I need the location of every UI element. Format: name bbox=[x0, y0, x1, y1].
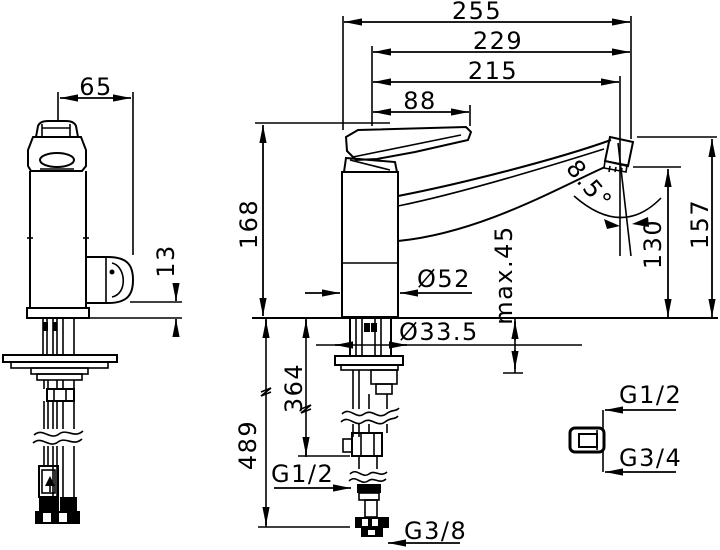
check-valve bbox=[38, 465, 59, 498]
dim-364-label: 364 bbox=[280, 363, 308, 413]
label-adapter-bottom-thread: G3/4 bbox=[602, 444, 682, 476]
hose-break-mark bbox=[341, 407, 400, 417]
g38-connector bbox=[355, 517, 389, 537]
dim-break-mark bbox=[300, 404, 312, 414]
spout-side bbox=[397, 139, 612, 242]
dim-total-reach: 255 bbox=[344, 0, 630, 26]
handle-front bbox=[27, 120, 87, 172]
dim-hole-diameter: Ø33.5 bbox=[316, 318, 582, 349]
mounting-washer bbox=[334, 355, 404, 366]
dim-hose-length: 489 bbox=[234, 318, 350, 528]
dim-reach-to-tip: 229 bbox=[373, 27, 630, 56]
dim-body-diameter: Ø52 bbox=[305, 265, 472, 297]
dim-13-label: 13 bbox=[152, 244, 180, 278]
dim-lever-reach: 88 bbox=[373, 87, 469, 116]
dim-max45-label: max.45 bbox=[490, 225, 518, 324]
adapter-detail: G1/2 G3/4 bbox=[568, 381, 682, 476]
faucet-side bbox=[341, 125, 635, 318]
hose-end-caps bbox=[35, 511, 80, 524]
handle-cap-side bbox=[342, 156, 399, 173]
dim-157-label: 157 bbox=[686, 199, 714, 249]
body-side bbox=[341, 171, 399, 318]
dim-body-height: 168 bbox=[235, 122, 390, 316]
dim-outlet-height: 130 bbox=[633, 166, 681, 317]
dim-spout-tip-height: 157 bbox=[637, 136, 717, 317]
adapter-body bbox=[568, 426, 606, 454]
g38-label: G3/8 bbox=[404, 517, 467, 545]
dim-max-deck-thickness: max.45 bbox=[490, 225, 523, 374]
dim-d52-label: Ø52 bbox=[417, 265, 471, 293]
dim-spout-to-base: 13 bbox=[90, 244, 182, 337]
hose-crimp bbox=[39, 497, 59, 511]
dim-front-width: 65 bbox=[57, 73, 134, 255]
dim-168-label: 168 bbox=[235, 199, 263, 249]
dim-d335-label: Ø33.5 bbox=[399, 318, 479, 346]
adapter-g12-label: G1/2 bbox=[619, 381, 682, 409]
dim-reach-to-outlet: 215 bbox=[373, 57, 619, 86]
g12-main-label: G1/2 bbox=[271, 460, 334, 488]
pipe-break-mark bbox=[33, 430, 84, 437]
dim-229-label: 229 bbox=[473, 27, 523, 55]
dim-front-width-label: 65 bbox=[79, 73, 113, 101]
mounting-nut bbox=[46, 388, 75, 402]
dim-130-label: 130 bbox=[639, 219, 667, 269]
label-hose-thread: G3/8 bbox=[388, 517, 467, 547]
body-front bbox=[26, 171, 90, 319]
dim-break-mark bbox=[260, 387, 272, 397]
below-deck-assembly bbox=[334, 318, 404, 537]
g12-connector bbox=[342, 432, 383, 457]
spout-tip bbox=[603, 135, 635, 174]
adapter-g34-label: G3/4 bbox=[619, 444, 682, 472]
dim-shank-length: 364 bbox=[280, 318, 350, 457]
label-supply-thread: G1/2 bbox=[271, 460, 351, 492]
spout-front-dot bbox=[109, 269, 115, 275]
front-view: 65 bbox=[2, 73, 182, 524]
label-adapter-top-thread: G1/2 bbox=[602, 381, 682, 429]
dim-88-label: 88 bbox=[403, 87, 437, 115]
dim-489-label: 489 bbox=[234, 420, 262, 470]
supply-front bbox=[2, 319, 118, 524]
spout-front bbox=[86, 256, 135, 304]
lever-handle-side bbox=[344, 125, 473, 162]
escutcheon-flange bbox=[2, 354, 118, 381]
dim-215-label: 215 bbox=[468, 57, 518, 85]
